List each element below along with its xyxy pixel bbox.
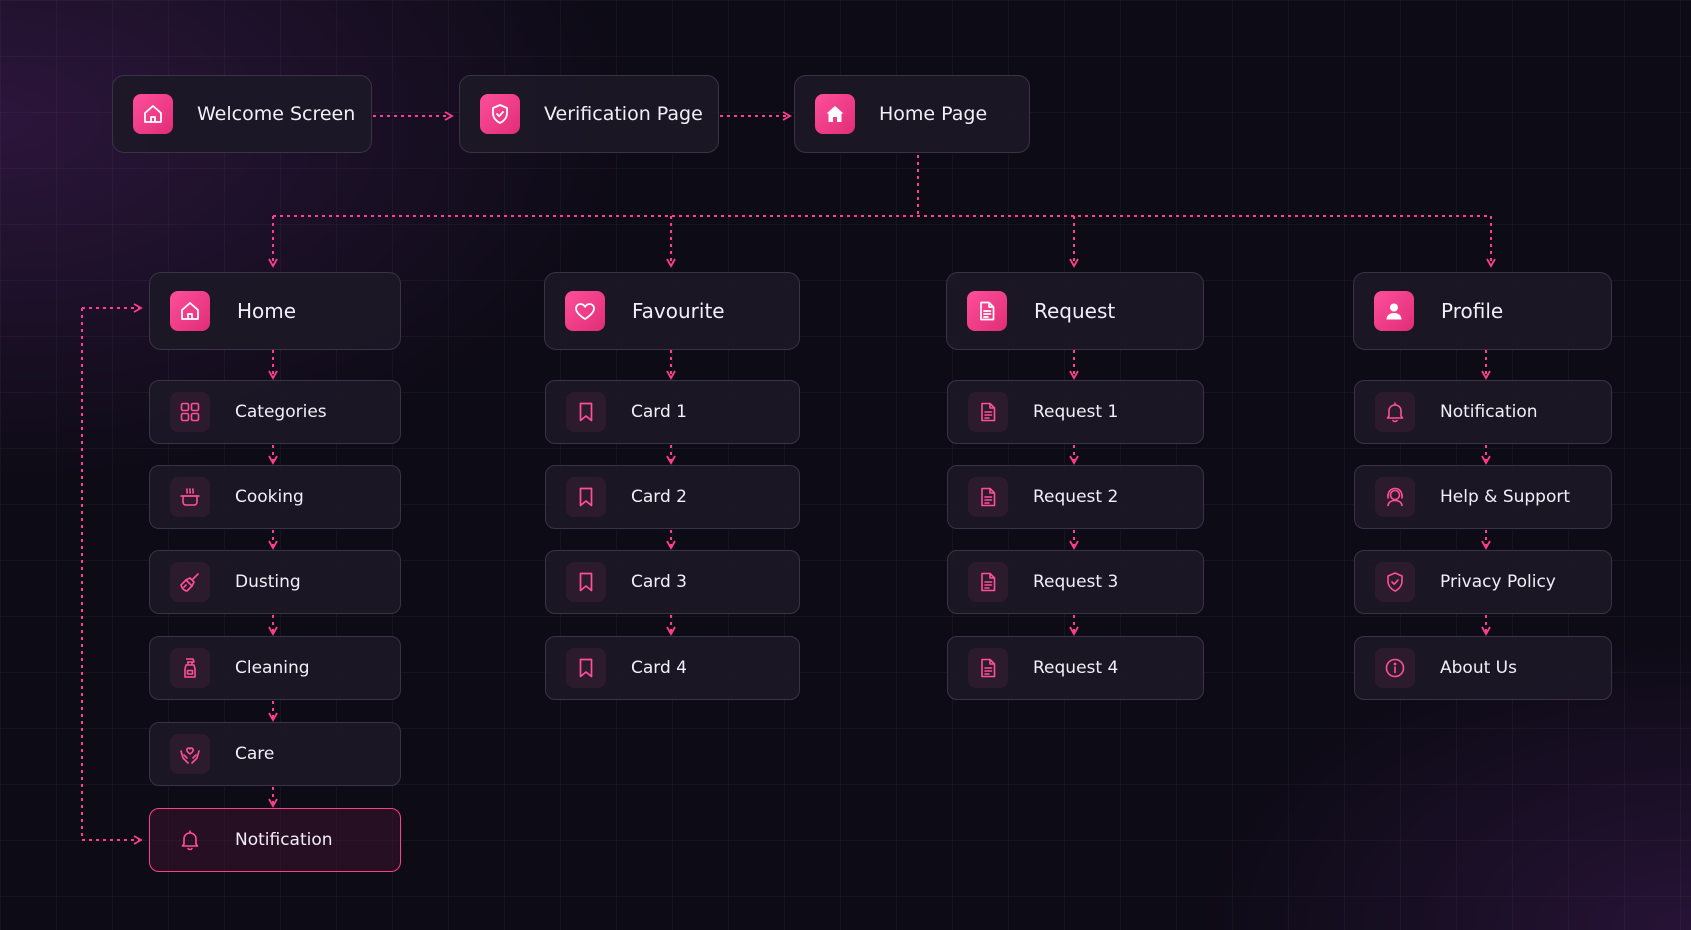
item-label: Card 2 [631, 487, 687, 507]
bookmark-icon [566, 648, 606, 688]
heart-hands-icon [170, 734, 210, 774]
heart-icon [565, 291, 605, 331]
item-label: Categories [235, 402, 327, 422]
shield-check-icon [1375, 562, 1415, 602]
home-outline-icon [133, 94, 173, 134]
bell-icon [170, 820, 210, 860]
favourite-item-card-3[interactable]: Card 3 [545, 550, 800, 614]
request-item-2[interactable]: Request 2 [947, 465, 1204, 529]
document-icon [967, 291, 1007, 331]
headset-icon [1375, 477, 1415, 517]
home-item-dusting[interactable]: Dusting [149, 550, 401, 614]
favourite-item-card-4[interactable]: Card 4 [545, 636, 800, 700]
section-title: Profile [1441, 299, 1504, 323]
profile-item-help-support[interactable]: Help & Support [1354, 465, 1612, 529]
item-label: Card 1 [631, 402, 687, 422]
item-label: About Us [1440, 658, 1517, 678]
section-home[interactable]: Home [149, 272, 401, 350]
info-icon [1375, 648, 1415, 688]
item-label: Card 3 [631, 572, 687, 592]
section-favourite[interactable]: Favourite [544, 272, 800, 350]
item-label: Request 2 [1033, 487, 1119, 507]
item-label: Care [235, 744, 275, 764]
section-title: Home [237, 299, 297, 323]
spray-bottle-icon [170, 648, 210, 688]
bookmark-icon [566, 562, 606, 602]
item-label: Notification [235, 830, 333, 850]
cooking-pot-icon [170, 477, 210, 517]
arrow-loop-to-notification [81, 308, 143, 845]
verification-page-label: Verification Page [544, 103, 703, 125]
item-label: Privacy Policy [1440, 572, 1556, 592]
home-item-care[interactable]: Care [149, 722, 401, 786]
profile-item-about-us[interactable]: About Us [1354, 636, 1612, 700]
item-label: Request 3 [1033, 572, 1119, 592]
item-label: Help & Support [1440, 487, 1571, 507]
document-icon [968, 477, 1008, 517]
node-verification-page[interactable]: Verification Page [459, 75, 719, 153]
grid-icon [170, 392, 210, 432]
bookmark-icon [566, 477, 606, 517]
item-label: Notification [1440, 402, 1538, 422]
duster-icon [170, 562, 210, 602]
request-item-1[interactable]: Request 1 [947, 380, 1204, 444]
section-title: Request [1034, 299, 1116, 323]
document-icon [968, 562, 1008, 602]
section-profile[interactable]: Profile [1353, 272, 1612, 350]
bell-icon [1375, 392, 1415, 432]
item-label: Cooking [235, 487, 304, 507]
item-label: Card 4 [631, 658, 687, 678]
user-icon [1374, 291, 1414, 331]
favourite-item-card-1[interactable]: Card 1 [545, 380, 800, 444]
document-icon [968, 392, 1008, 432]
home-item-cooking[interactable]: Cooking [149, 465, 401, 529]
document-icon [968, 648, 1008, 688]
home-solid-icon [815, 94, 855, 134]
node-home-page[interactable]: Home Page [794, 75, 1030, 153]
bookmark-icon [566, 392, 606, 432]
profile-item-notification[interactable]: Notification [1354, 380, 1612, 444]
item-label: Request 1 [1033, 402, 1119, 422]
node-welcome-screen[interactable]: Welcome Screen [112, 75, 372, 153]
favourite-item-card-2[interactable]: Card 2 [545, 465, 800, 529]
home-item-cleaning[interactable]: Cleaning [149, 636, 401, 700]
request-item-3[interactable]: Request 3 [947, 550, 1204, 614]
home-page-label: Home Page [879, 103, 988, 125]
item-label: Request 4 [1033, 658, 1119, 678]
home-outline-icon [170, 291, 210, 331]
section-title: Favourite [632, 299, 725, 323]
item-label: Cleaning [235, 658, 310, 678]
shield-check-icon [480, 94, 520, 134]
profile-item-privacy-policy[interactable]: Privacy Policy [1354, 550, 1612, 614]
section-request[interactable]: Request [946, 272, 1204, 350]
welcome-screen-label: Welcome Screen [197, 103, 356, 125]
home-item-notification[interactable]: Notification [149, 808, 401, 872]
request-item-4[interactable]: Request 4 [947, 636, 1204, 700]
home-item-categories[interactable]: Categories [149, 380, 401, 444]
item-label: Dusting [235, 572, 301, 592]
